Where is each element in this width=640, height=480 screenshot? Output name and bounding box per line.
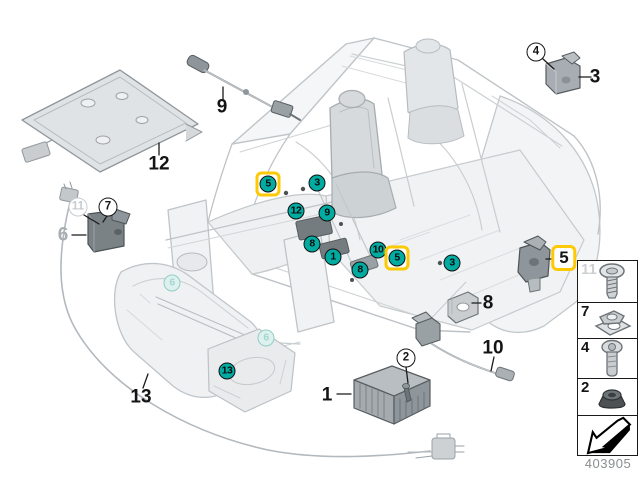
callout-badge-8[interactable]: 8 [351, 261, 369, 279]
part-label-5[interactable]: 5 [551, 245, 577, 271]
legend-row-2[interactable]: 2 [578, 379, 637, 416]
highlight-box-5[interactable]: 5 [384, 245, 410, 271]
part-label-8[interactable]: 8 [482, 292, 494, 314]
part-label-13[interactable]: 13 [130, 386, 152, 408]
part-label-12[interactable]: 12 [148, 153, 170, 175]
legend-number-2: 2 [581, 379, 590, 396]
legend-row-direction-arrow[interactable] [578, 415, 637, 455]
legend-number-7: 7 [581, 303, 590, 320]
circle-label-2[interactable]: 2 [396, 348, 416, 368]
callout-badge-5[interactable]: 5 [388, 249, 406, 267]
clip-nut-icon [590, 304, 634, 338]
legend-number-11: 11 [581, 261, 597, 278]
hex-bolt-icon [599, 339, 625, 379]
circle-label-11[interactable]: 11 [68, 197, 88, 217]
direction-arrow-icon [582, 415, 634, 455]
legend-row-11[interactable]: 11 [578, 261, 637, 303]
callout-badge-6[interactable]: 6 [163, 274, 181, 292]
legend-row-4[interactable]: 4 [578, 339, 637, 379]
callout-badge-13[interactable]: 13 [218, 362, 236, 380]
grommet-icon [595, 384, 629, 410]
callout-badge-3[interactable]: 3 [443, 254, 461, 272]
callout-badge-6[interactable]: 6 [257, 329, 275, 347]
callout-badge-12[interactable]: 12 [287, 202, 305, 220]
legend-number-4: 4 [581, 339, 590, 356]
circle-label-4[interactable]: 4 [526, 42, 546, 62]
part-label-1[interactable]: 1 [321, 384, 333, 406]
highlight-box-5[interactable]: 5 [255, 171, 281, 197]
part-label-6[interactable]: 6 [57, 224, 69, 246]
callout-badge-9[interactable]: 9 [318, 204, 336, 222]
legend-row-7[interactable]: 7 [578, 303, 637, 339]
diagram-id-number: 403905 [584, 456, 632, 471]
callout-badge-5[interactable]: 5 [259, 175, 277, 193]
torx-screw-icon [595, 262, 629, 302]
part-label-10[interactable]: 10 [482, 337, 504, 359]
legend-panel: 11 7 4 2 [577, 260, 638, 456]
part-label-3[interactable]: 3 [589, 66, 601, 88]
callout-badge-8[interactable]: 8 [303, 235, 321, 253]
part-label-9[interactable]: 9 [216, 96, 228, 118]
callout-badge-1[interactable]: 1 [324, 248, 342, 266]
circle-label-7[interactable]: 7 [98, 197, 118, 217]
callout-badge-3[interactable]: 3 [308, 174, 326, 192]
